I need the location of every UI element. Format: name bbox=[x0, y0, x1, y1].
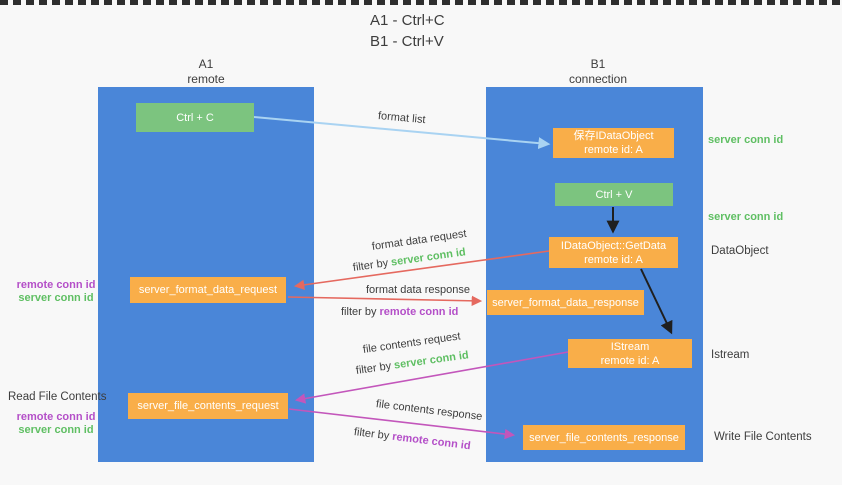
column-b-id: B1 bbox=[590, 57, 606, 71]
server-format-data-request-label: server_format_data_request bbox=[138, 284, 278, 296]
save-idataobject-line1: 保存IDataObject bbox=[573, 130, 654, 142]
ctrl-v-node: Ctrl + V bbox=[555, 183, 673, 206]
file-conn-id-stack: remote conn id server conn id bbox=[8, 411, 104, 436]
getdata-node: IDataObject::GetData remote id: A bbox=[549, 237, 678, 268]
dataobject-side-label: DataObject bbox=[711, 245, 769, 257]
istream-line1: IStream bbox=[610, 340, 650, 353]
column-b-header: B1 connection bbox=[538, 57, 658, 87]
remote-conn-id-label: remote conn id bbox=[16, 411, 96, 423]
server-conn-id-mid-label: server conn id bbox=[708, 211, 784, 223]
column-b-subtitle: connection bbox=[568, 72, 628, 86]
remote-conn-id-inline: remote conn id bbox=[379, 306, 459, 318]
server-conn-id-label: server conn id bbox=[18, 423, 94, 436]
column-a-id: A1 bbox=[198, 57, 214, 71]
filter-by-text: filter by bbox=[353, 426, 393, 443]
server-conn-id-inline: server conn id bbox=[390, 246, 467, 269]
getdata-line2: remote id: A bbox=[584, 253, 643, 266]
filter-by-text: filter by bbox=[355, 359, 395, 377]
format-list-label: format list bbox=[377, 110, 427, 127]
column-a-subtitle: remote bbox=[187, 72, 225, 86]
ctrl-c-label: Ctrl + C bbox=[176, 111, 214, 124]
remote-conn-id-label: remote conn id bbox=[16, 279, 96, 291]
format-response-filter-label: filter by remote conn id bbox=[341, 306, 458, 318]
save-idataobject-line2: remote id: A bbox=[584, 144, 643, 156]
server-file-contents-request-label: server_file_contents_request bbox=[137, 400, 279, 412]
format-conn-id-stack: remote conn id server conn id bbox=[8, 279, 104, 304]
server-format-data-response-node: server_format_data_response bbox=[487, 290, 644, 315]
istream-side-label: Istream bbox=[711, 349, 750, 361]
server-file-contents-response-label: server_file_contents_response bbox=[529, 431, 679, 444]
server-conn-id-label: server conn id bbox=[18, 291, 94, 304]
getdata-line1: IDataObject::GetData bbox=[560, 239, 667, 252]
file-response-filter-label: filter by remote conn id bbox=[353, 426, 471, 452]
write-file-contents-label: Write File Contents bbox=[714, 431, 812, 443]
ctrl-v-label: Ctrl + V bbox=[595, 188, 633, 201]
remote-conn-id-inline: remote conn id bbox=[391, 430, 472, 453]
title-line-ctrl-v: B1 - Ctrl+V bbox=[370, 33, 444, 50]
server-format-data-request-node: server_format_data_request bbox=[130, 277, 286, 303]
server-file-contents-request-node: server_file_contents_request bbox=[128, 393, 288, 419]
filter-by-text: filter by bbox=[352, 256, 392, 274]
file-contents-response-label: file contents response bbox=[375, 398, 483, 423]
clipboard-boundary-dashed-line bbox=[0, 0, 842, 5]
diagram-title: A1 - Ctrl+C B1 - Ctrl+V bbox=[370, 10, 445, 52]
server-file-contents-response-node: server_file_contents_response bbox=[523, 425, 685, 450]
server-conn-id-inline: server conn id bbox=[393, 349, 470, 372]
server-conn-id-top-label: server conn id bbox=[708, 134, 784, 146]
format-data-response-label: format data response bbox=[366, 284, 470, 296]
format-data-response-arrow bbox=[287, 295, 483, 307]
filter-by-text: filter by bbox=[341, 306, 380, 318]
istream-line2: remote id: A bbox=[600, 354, 660, 367]
istream-node: IStream remote id: A bbox=[568, 339, 692, 368]
ctrl-c-node: Ctrl + C bbox=[136, 103, 254, 132]
read-file-contents-label: Read File Contents bbox=[8, 391, 107, 403]
title-line-ctrl-c: A1 - Ctrl+C bbox=[370, 12, 445, 29]
save-idataobject-node: 保存IDataObject remote id: A bbox=[553, 128, 674, 158]
server-format-data-response-label: server_format_data_response bbox=[492, 296, 639, 309]
column-a-header: A1 remote bbox=[146, 57, 266, 87]
format-request-filter-label: filter by server conn id bbox=[352, 246, 466, 274]
